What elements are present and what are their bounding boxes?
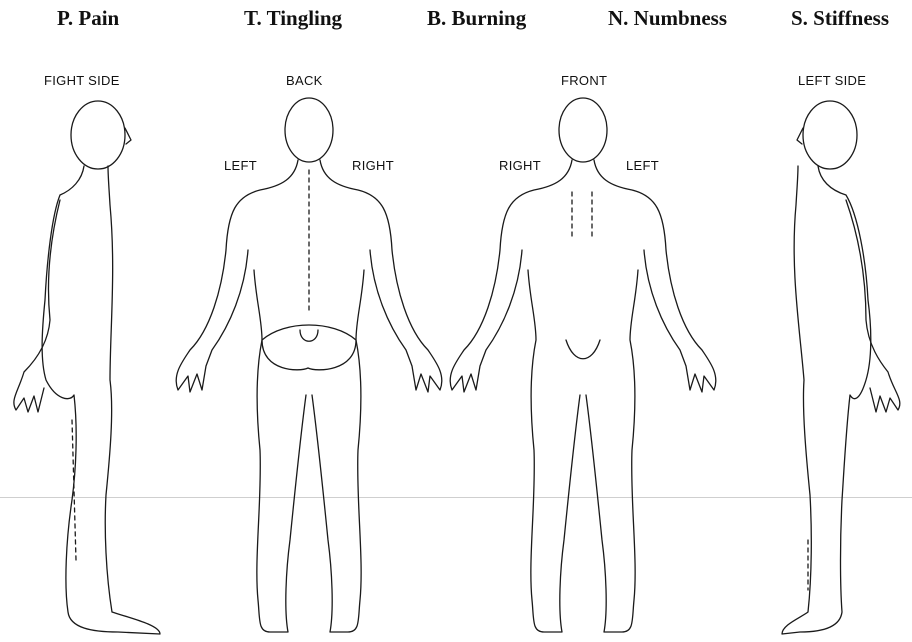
figure-back: [176, 98, 442, 632]
body-outline-right-side: [42, 166, 160, 634]
head-right-side: [71, 101, 125, 169]
figure-right-side: [14, 101, 160, 634]
head-front: [559, 98, 607, 162]
figure-left-side: [782, 101, 900, 634]
groin-front: [566, 340, 600, 359]
head-left-side: [803, 101, 857, 169]
nose-right-side: [125, 128, 131, 144]
hips-back: [262, 325, 356, 370]
arm-left-side: [846, 200, 900, 412]
body-outline-back: [176, 160, 442, 632]
body-outline-front: [450, 160, 716, 632]
figure-front: [450, 98, 716, 632]
nose-left-side: [797, 128, 803, 144]
body-outline-left-side: [782, 166, 871, 634]
sternum-front: [572, 192, 592, 236]
arm-right-side: [14, 200, 60, 412]
head-back: [285, 98, 333, 162]
